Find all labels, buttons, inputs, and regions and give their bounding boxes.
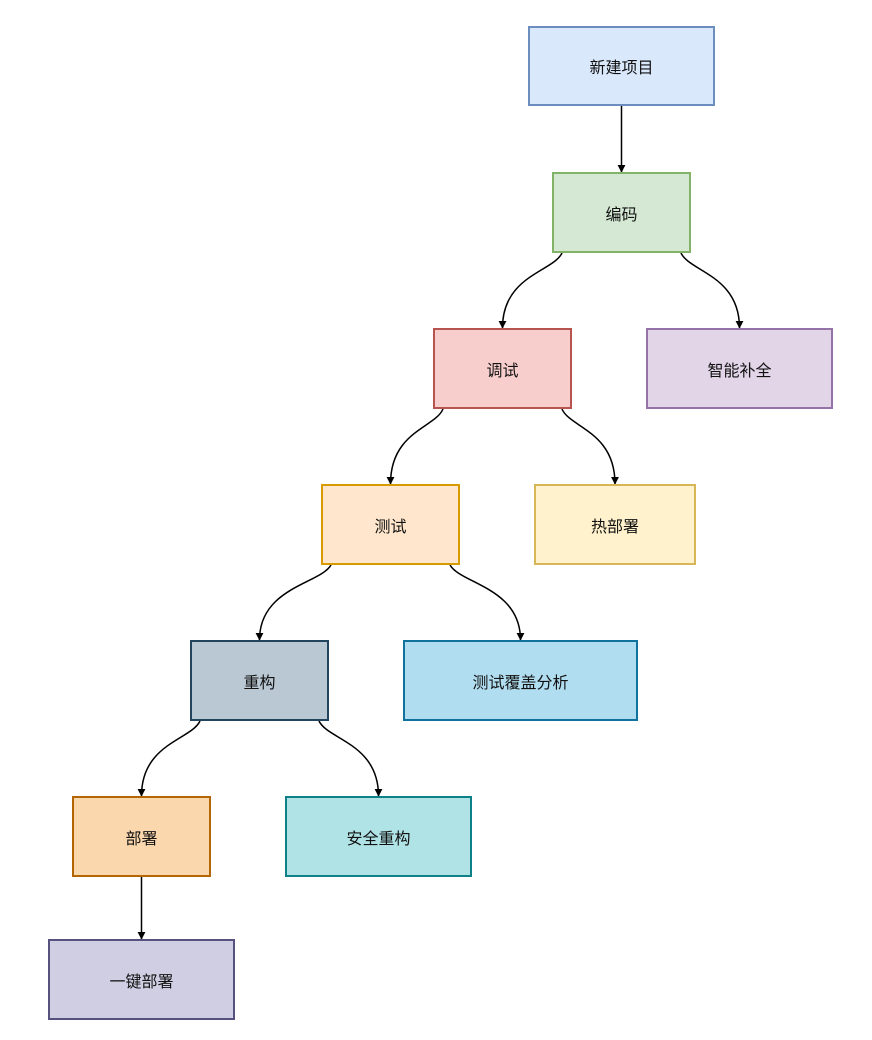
node-label: 编码: [605, 204, 638, 224]
node-debugging: 调试: [433, 328, 572, 409]
node-deployment: 部署: [72, 796, 211, 877]
edge-refactoring-to-deployment: [137, 720, 201, 797]
node-safe-refactor: 安全重构: [285, 796, 472, 877]
node-smart-complete: 智能补全: [646, 328, 833, 409]
node-label: 安全重构: [346, 828, 411, 848]
node-label: 新建项目: [589, 58, 654, 77]
node-label: 部署: [125, 828, 158, 848]
node-hot-deploy: 热部署: [534, 484, 696, 565]
edge-coding-to-debugging: [498, 252, 563, 329]
node-coverage: 测试覆盖分析: [403, 640, 638, 721]
node-label: 调试: [486, 360, 519, 380]
node-label: 智能补全: [707, 360, 772, 380]
edge-debugging-to-testing: [386, 408, 444, 485]
node-testing: 测试: [321, 484, 460, 565]
node-label: 测试覆盖分析: [472, 672, 569, 692]
edge-debugging-to-hot_deploy: [561, 408, 619, 485]
edge-testing-to-coverage: [449, 564, 525, 641]
node-label: 测试: [374, 516, 407, 536]
node-label: 热部署: [590, 516, 639, 536]
node-label: 一键部署: [109, 971, 174, 991]
edge-refactoring-to-safe_refactor: [318, 720, 383, 797]
edge-coding-to-smart_complete: [680, 252, 744, 329]
edge-testing-to-refactoring: [255, 564, 332, 641]
node-refactoring: 重构: [190, 640, 329, 721]
node-one-click: 一键部署: [48, 939, 235, 1020]
node-new-project: 新建项目: [528, 26, 715, 106]
node-coding: 编码: [552, 172, 691, 253]
node-label: 重构: [243, 672, 276, 692]
